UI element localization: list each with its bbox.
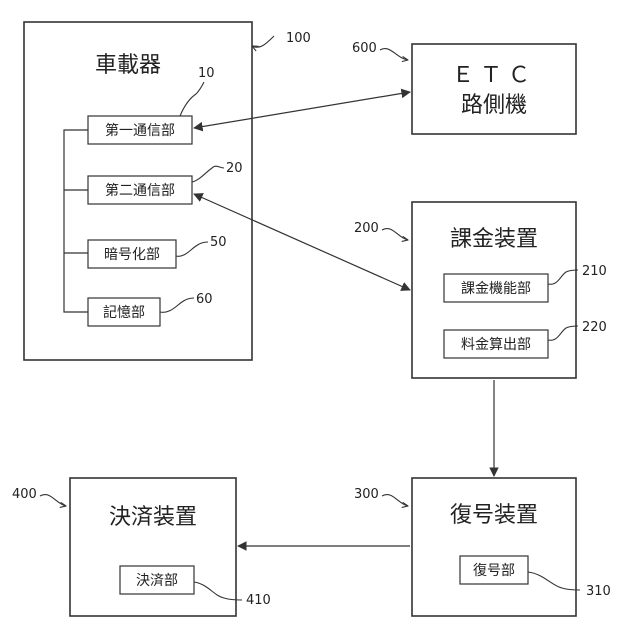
svg-text:600: 600 xyxy=(352,41,377,56)
settlement-unit: 決済部 xyxy=(120,566,194,594)
svg-text:復号部: 復号部 xyxy=(473,562,515,579)
etc-roadside-ref: 600 xyxy=(352,41,408,60)
comm2-unit: 第二通信部 xyxy=(88,176,192,204)
svg-text:決済装置: 決済装置 xyxy=(109,505,197,530)
svg-text:20: 20 xyxy=(226,161,243,176)
svg-text:決済部: 決済部 xyxy=(136,573,178,589)
billing-function-unit: 課金機能部 xyxy=(444,274,548,302)
svg-text:第二通信部: 第二通信部 xyxy=(105,182,175,199)
etc-roadside-block: ＥＴＣ 路側機 xyxy=(412,44,576,134)
onboard-unit-title: 車載器 xyxy=(95,53,161,78)
svg-text:60: 60 xyxy=(196,292,213,307)
settlement-device-block: 決済装置 xyxy=(70,478,236,616)
comm1-unit: 第一通信部 xyxy=(88,116,192,144)
fee-calc-unit: 料金算出部 xyxy=(444,330,548,358)
decrypt-device-block: 復号装置 xyxy=(412,478,576,616)
memory-unit: 記憶部 xyxy=(88,298,160,326)
svg-text:課金装置: 課金装置 xyxy=(450,227,538,252)
svg-text:220: 220 xyxy=(582,320,607,335)
svg-text:400: 400 xyxy=(12,487,37,502)
svg-text:暗号化部: 暗号化部 xyxy=(104,247,160,263)
svg-text:50: 50 xyxy=(210,235,227,250)
settlement-device-ref: 400 xyxy=(12,487,66,506)
svg-text:200: 200 xyxy=(354,221,379,236)
svg-text:100: 100 xyxy=(286,31,311,46)
encrypt-unit: 暗号化部 xyxy=(88,240,176,268)
onboard-unit-ref: 100 xyxy=(252,31,311,47)
svg-text:300: 300 xyxy=(354,487,379,502)
svg-text:10: 10 xyxy=(198,66,215,81)
svg-text:410: 410 xyxy=(246,593,271,608)
decrypt-device-ref: 300 xyxy=(354,487,408,506)
svg-text:料金算出部: 料金算出部 xyxy=(461,337,531,353)
svg-text:310: 310 xyxy=(586,584,611,599)
decrypt-unit: 復号部 xyxy=(460,556,528,584)
svg-text:課金機能部: 課金機能部 xyxy=(461,281,531,297)
billing-device-ref: 200 xyxy=(354,221,408,240)
svg-text:第一通信部: 第一通信部 xyxy=(105,122,175,139)
svg-text:復号装置: 復号装置 xyxy=(450,503,538,528)
svg-text:路側機: 路側機 xyxy=(461,93,527,118)
svg-text:記憶部: 記憶部 xyxy=(103,304,145,321)
svg-text:210: 210 xyxy=(582,264,607,279)
svg-text:ＥＴＣ: ＥＴＣ xyxy=(452,63,536,88)
